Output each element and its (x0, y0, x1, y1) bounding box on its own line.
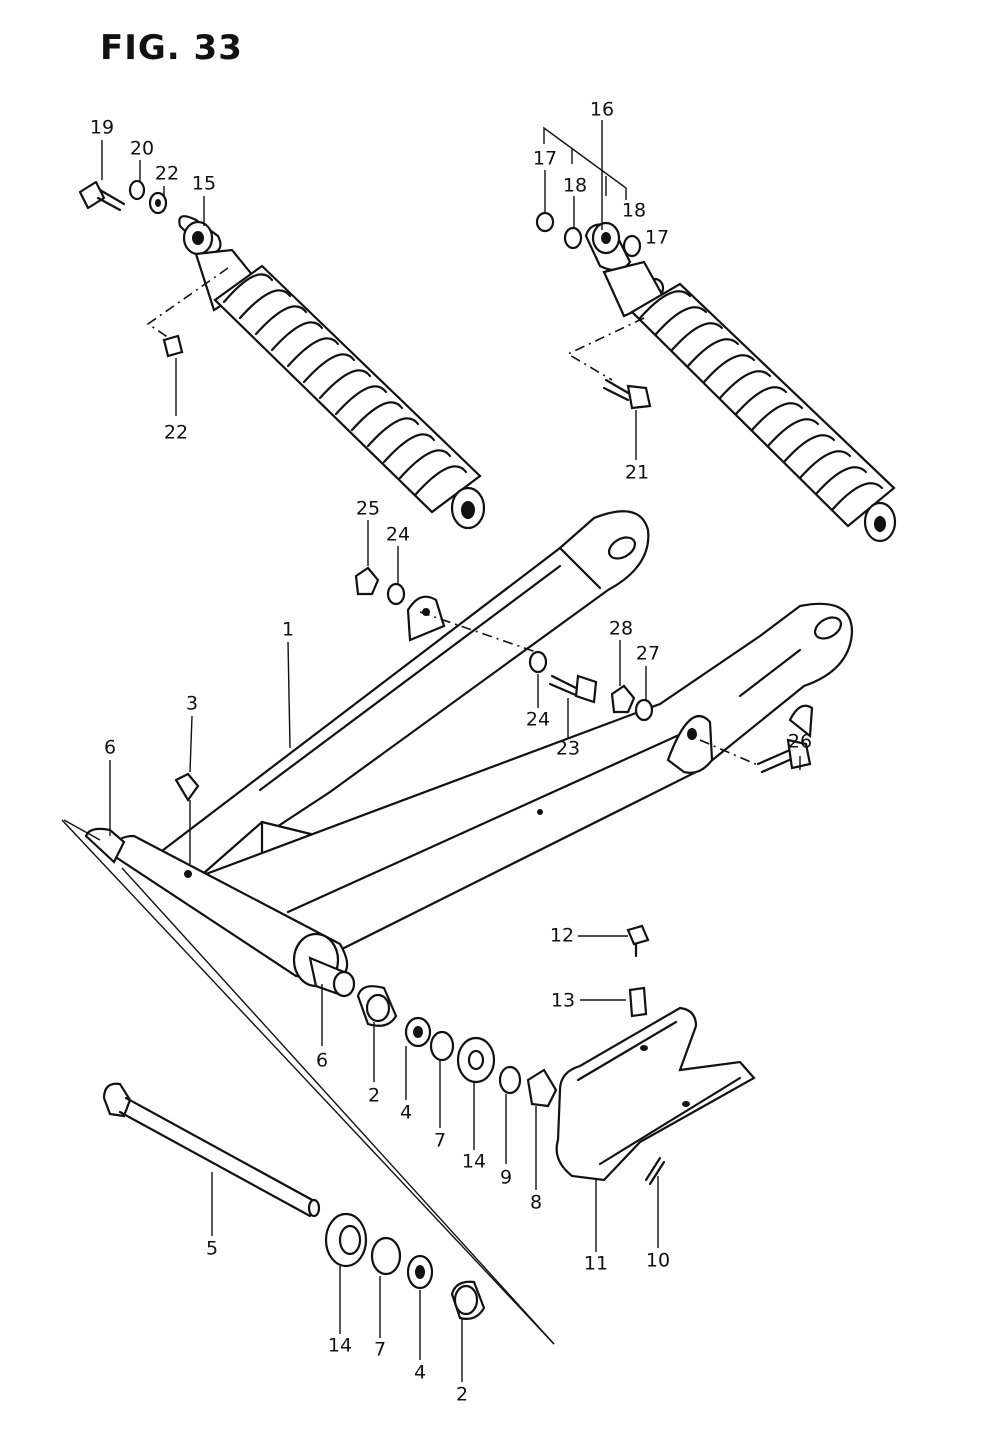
callout-8: 8 (529, 1191, 543, 1214)
washer-9 (498, 1065, 522, 1095)
callout-23: 23 (555, 737, 581, 760)
callout-12: 12 (549, 924, 575, 947)
callout-7-lower: 7 (373, 1338, 387, 1361)
callout-7-upper: 7 (433, 1129, 447, 1152)
callout-20: 20 (129, 137, 155, 160)
callout-17-right: 17 (644, 226, 670, 249)
swingarm (63, 510, 854, 998)
callout-25: 25 (355, 497, 381, 520)
washer-7-right (429, 1030, 455, 1062)
callout-19: 19 (89, 116, 115, 139)
callout-22-lower: 22 (163, 421, 189, 444)
right-shock-absorber (535, 126, 897, 543)
callout-26: 26 (787, 730, 813, 753)
callout-24-upper: 24 (385, 523, 411, 546)
right-spring (630, 282, 896, 528)
callout-2-lower: 2 (455, 1383, 469, 1406)
callout-3: 3 (185, 692, 199, 715)
figure-title: FIG. 33 (100, 28, 243, 68)
callout-4-upper: 4 (399, 1101, 413, 1124)
callout-18-right: 18 (621, 199, 647, 222)
callout-24-lower: 24 (525, 708, 551, 731)
callout-14-lower: 14 (327, 1334, 353, 1357)
nut-8 (526, 1068, 558, 1108)
callout-15: 15 (191, 172, 217, 195)
bolt-23 (548, 674, 598, 704)
washer-24-lower (528, 650, 548, 674)
chain-guide-11 (555, 1006, 756, 1182)
callout-11: 11 (583, 1252, 609, 1275)
washer-24-upper (386, 582, 406, 606)
left-shock-absorber (78, 179, 486, 530)
shock-upper-eye (178, 215, 222, 256)
washer-20 (128, 179, 146, 201)
leader-lines (101, 120, 801, 1382)
callout-22-upper: 22 (154, 162, 180, 185)
callout-27: 27 (635, 642, 661, 665)
callout-4-lower: 4 (413, 1361, 427, 1384)
nut-17-left (535, 211, 555, 233)
washer-18-left (563, 226, 583, 250)
grease-nipple-3 (174, 772, 200, 864)
callout-21: 21 (624, 461, 650, 484)
bolt-21 (602, 378, 652, 410)
callout-17-left: 17 (532, 147, 558, 170)
washer-7-left (370, 1236, 402, 1276)
callout-14-upper: 14 (461, 1150, 487, 1173)
bolt-26 (756, 738, 812, 774)
callout-1: 1 (281, 618, 295, 641)
callout-2-upper: 2 (367, 1084, 381, 1107)
bolt-12 (578, 924, 650, 958)
cotter-pin-10 (644, 1156, 666, 1186)
callout-16: 16 (589, 98, 615, 121)
nut-28 (610, 684, 636, 714)
callout-6-lower: 6 (315, 1049, 329, 1072)
callout-6-upper: 6 (103, 736, 117, 759)
left-spring (213, 264, 482, 514)
callout-13: 13 (550, 989, 576, 1012)
callout-9: 9 (499, 1166, 513, 1189)
callout-18-left: 18 (562, 174, 588, 197)
washer-27 (634, 698, 654, 722)
washer-18-right (622, 234, 642, 258)
nut-22-lower (162, 334, 184, 358)
callout-5: 5 (205, 1237, 219, 1260)
callout-10: 10 (645, 1249, 671, 1272)
callout-28: 28 (608, 617, 634, 640)
pivot-bolt-5 (102, 1082, 321, 1218)
collar-13 (580, 986, 648, 1018)
nut-25 (354, 566, 380, 596)
bolt-19 (78, 180, 126, 212)
